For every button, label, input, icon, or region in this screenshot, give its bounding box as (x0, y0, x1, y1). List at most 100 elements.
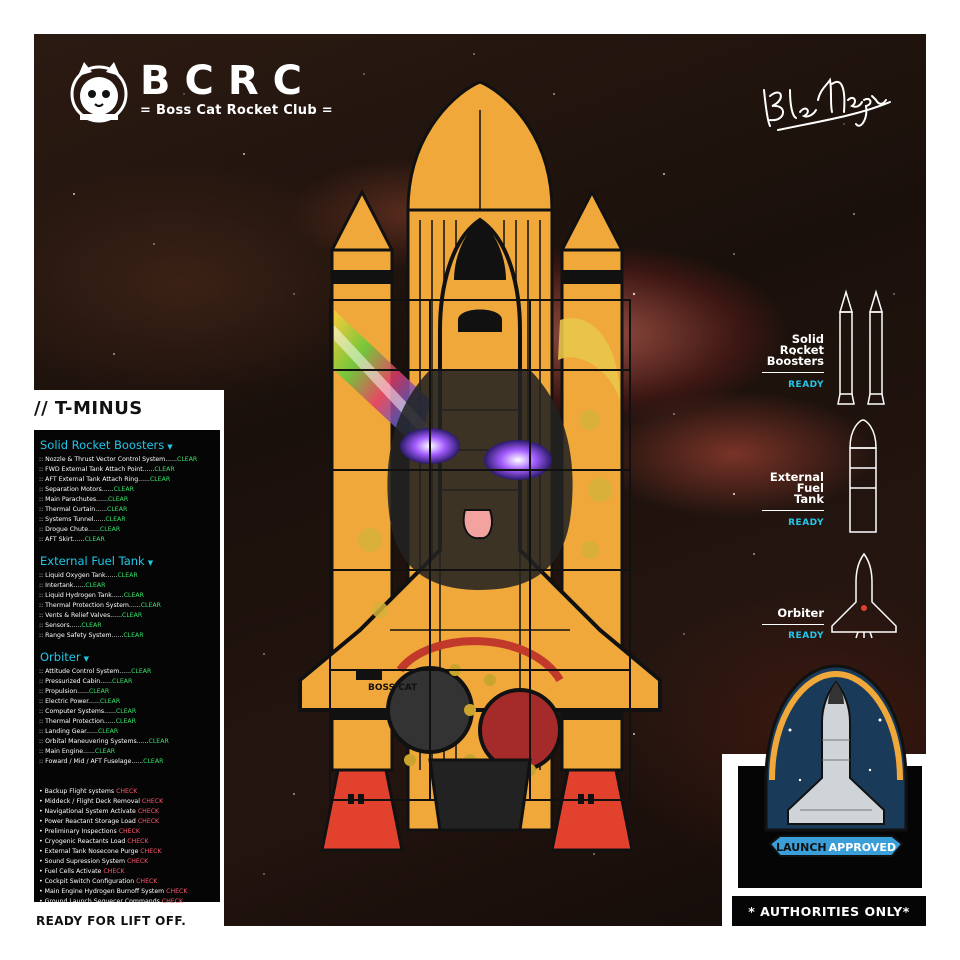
checklist-item: :: Nozzle & Thrust Vector Control System… (39, 455, 216, 465)
checklist-item: • External Tank Nosecone Purge CHECK (39, 847, 216, 857)
checklist-item-status: CLEAR (123, 632, 144, 639)
orbiter-schematic-icon (831, 552, 897, 639)
checklist-item-label: :: Range Safety System...... (39, 632, 124, 639)
checklist-item-status: CHECK (127, 838, 149, 845)
checklist-item-status: CLEAR (113, 486, 134, 493)
checklist-item-status: CHECK (161, 898, 184, 905)
checklist-item: :: Main Engine......CLEAR (39, 747, 216, 757)
checklist-item-status: CLEAR (81, 622, 102, 629)
checklist-item-status: CLEAR (115, 708, 137, 715)
checklist-item-label: :: Electric Power...... (39, 698, 100, 705)
orbiter-label: Orbiter (736, 606, 824, 620)
checklist-item-status: CLEAR (131, 668, 152, 675)
checklist-item: • Sound Supression System CHECK (39, 857, 216, 867)
checklist-item-label: • Main Engine Hydrogen Burnoff System (39, 888, 165, 895)
boosters-items: :: Nozzle & Thrust Vector Control System… (39, 455, 216, 545)
checklist-item: :: Thermal Protection......CLEAR (39, 717, 216, 727)
checklist-item-label: • Sound Supression System (39, 858, 125, 865)
checklist-item-label: :: Intertank...... (39, 582, 86, 589)
checklist-item-label: • Fuel Cells Activate (39, 868, 102, 875)
checklist-item-status: CLEAR (99, 698, 121, 705)
section-title-orbiter: Orbiter▼ (40, 650, 216, 664)
checklist-item-status: CLEAR (84, 536, 105, 543)
orbiter-divider (762, 624, 824, 625)
checklist-item: :: Electric Power......CLEAR (39, 697, 216, 707)
checklist-item: • Main Engine Hydrogen Burnoff System CH… (39, 887, 216, 897)
checklist-item-status: CLEAR (94, 748, 116, 755)
spacer (39, 767, 216, 787)
checklist-item: :: Separation Motors......CLEAR (39, 485, 216, 495)
checklist-item-label: :: Attitude Control System...... (39, 668, 132, 675)
checklist-item-status: CLEAR (149, 476, 171, 483)
checklist-item-status: CHECK (103, 868, 125, 875)
orbiter-label-line: Orbiter (777, 606, 824, 620)
boosters-label-line: Rocket (779, 343, 824, 357)
checklist-item-status: CLEAR (122, 612, 143, 619)
checklist-item-label: :: Vents & Relief Valves...... (39, 612, 122, 619)
checklist-item-label: :: AFT Skirt...... (39, 536, 85, 543)
checklist-item-status: CLEAR (112, 678, 133, 685)
spacer (39, 545, 216, 552)
checklist-item: :: Main Parachutes......CLEAR (39, 495, 216, 505)
chevron-down-icon: ▼ (167, 443, 173, 451)
checklist-item-status: CLEAR (105, 516, 126, 523)
checklist-item: • Ground Launch Sequecer Commands CHECK (39, 897, 216, 907)
checklist-item-label: :: Main Parachutes...... (39, 496, 108, 503)
checklist-item: :: FWD External Tank Attach Point......C… (39, 465, 216, 475)
checklist-item-label: • Preliminary Inspections (39, 828, 117, 835)
checklist-item-label: • External Tank Nosecone Purge (39, 848, 139, 855)
checklist-item-label: :: Propulsion...... (39, 688, 89, 695)
checklist-item: • Cockpit Switch Configuration CHECK (39, 877, 216, 887)
tank-label-line: Tank (794, 492, 824, 506)
checklist-item-status: CHECK (166, 888, 188, 895)
checklist-item: • Backup Flight systems CHECK (39, 787, 216, 797)
checklist-item: :: Propulsion......CLEAR (39, 687, 216, 697)
spacer (39, 641, 216, 648)
checklist-item-label: :: Separation Motors...... (39, 486, 114, 493)
checklist-item-status: CHECK (118, 828, 140, 835)
checklist-item-status: CHECK (126, 858, 149, 865)
starfield (73, 53, 895, 875)
checklist-item: :: Liquid Hydrogen Tank......CLEAR (39, 591, 216, 601)
checklist-item-status: CHECK (140, 848, 162, 855)
checklist-item-status: CHECK (116, 788, 138, 795)
checklist-item-status: CLEAR (115, 718, 136, 725)
checklist-item: :: Liquid Oxygen Tank......CLEAR (39, 571, 216, 581)
section-title-text: Orbiter (40, 650, 81, 664)
checklist-item-status: CLEAR (140, 602, 161, 609)
checklist-item-label: :: Liquid Hydrogen Tank...... (39, 592, 124, 599)
tminus-checklist: Solid Rocket Boosters▼ :: Nozzle & Thrus… (34, 430, 220, 905)
brand-subtitle: = Boss Cat Rocket Club = (140, 103, 333, 118)
boosters-divider (762, 372, 824, 373)
cat-astronaut-logo-icon (70, 62, 128, 123)
preflight-checks: • Backup Flight systems CHECK• Middeck /… (39, 787, 216, 907)
checklist-item-label: :: Liquid Oxygen Tank...... (39, 572, 118, 579)
checklist-item: :: Thermal Protection System......CLEAR (39, 601, 216, 611)
checklist-item-label: :: Orbital Maneuvering Systems...... (39, 738, 149, 745)
chevron-down-icon: ▼ (83, 655, 89, 663)
checklist-item-status: CLEAR (107, 506, 128, 513)
checklist-item: :: Intertank......CLEAR (39, 581, 216, 591)
checklist-item-status: CLEAR (107, 496, 129, 503)
badge-launch-word: LAUNCH (776, 841, 827, 854)
checklist-item-status: CLEAR (88, 688, 110, 695)
tank-items: :: Liquid Oxygen Tank......CLEAR:: Inter… (39, 571, 216, 641)
checklist-item-label: :: Main Engine...... (39, 748, 95, 755)
badge-approved-word: APPROVED (829, 841, 896, 854)
checklist-item-label: :: Computer Systems...... (39, 708, 116, 715)
checklist-item-label: :: Drogue Chute...... (39, 526, 100, 533)
checklist-item-label: :: Thermal Protection...... (39, 718, 116, 725)
checklist-item-status: CHECK (136, 878, 158, 885)
section-title-text: External Fuel Tank (40, 554, 145, 568)
checklist-item: • Preliminary Inspections CHECK (39, 827, 216, 837)
section-title-tank: External Fuel Tank▼ (40, 554, 216, 568)
checklist-item-label: • Backup Flight systems (39, 788, 115, 795)
tank-label: External Fuel Tank (736, 471, 824, 506)
checklist-item: • Fuel Cells Activate CHECK (39, 867, 216, 877)
brand-title: BCRC (140, 58, 316, 104)
checklist-item-label: • Cryogenic Reactants Load (39, 838, 126, 845)
checklist-item-label: :: Thermal Protection System...... (39, 602, 141, 609)
ready-for-liftoff: READY FOR LIFT OFF. (36, 914, 187, 928)
orbiter-status: READY (788, 631, 824, 641)
